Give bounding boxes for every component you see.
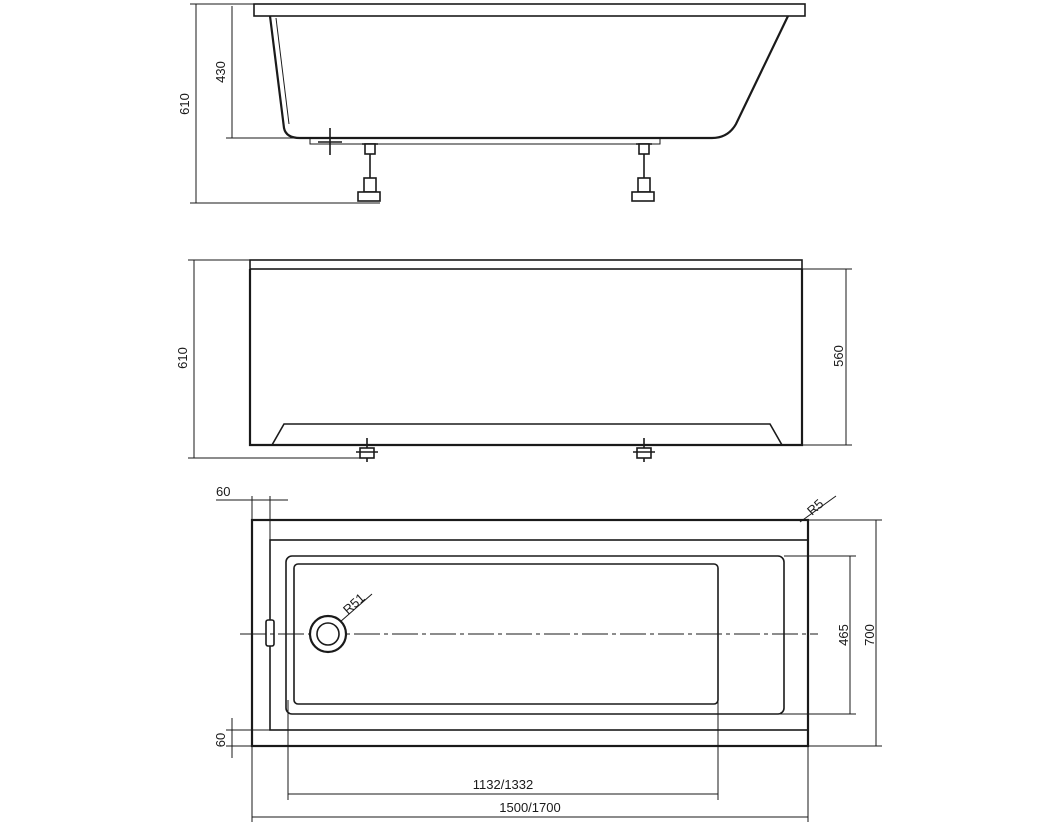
top-view-dim-overall-length: 1500/1700 [251,746,809,822]
top-view-drain: R51 [308,590,373,654]
front-view-rim [249,259,803,270]
front-view-plinth [271,423,783,446]
top-view-dim-inner-width: 465 [718,555,856,715]
side-view-dim-total-height: 610 [177,3,380,204]
top-view-drain-label: R51 [340,590,368,617]
side-view-rim [253,3,806,17]
side-view-leg-right [631,143,655,202]
top-view-dim-outer-width: 700 [808,519,882,747]
side-view-tub-depth-label: 430 [213,61,228,83]
side-view-tub-body [268,15,789,140]
top-view-inner-width-label: 465 [836,624,851,646]
front-view-panel-height-label: 560 [831,345,846,367]
top-view-dim-corner-radius: R5 [799,495,837,523]
side-view-dim-tub-depth: 430 [213,6,330,139]
front-view-leg-right [633,438,655,462]
top-view-basin [285,555,785,715]
side-view-total-height-label: 610 [177,93,192,115]
top-view-outer-width-label: 700 [862,624,877,646]
top-view-rim-bottom-label: 60 [213,733,228,747]
front-view-total-height-label: 610 [175,347,190,369]
front-view-dim-panel-height: 560 [802,268,852,446]
top-view-corner-radius-label: R5 [804,496,826,518]
front-view: 610 560 [175,259,852,462]
top-view-overflow [265,619,275,647]
top-view-rim-left-label: 60 [216,484,230,499]
front-view-dim-total-height: 610 [175,259,372,459]
top-view-dim-rim-bottom: 60 [213,718,270,758]
top-view-dim-bottom-length: 1132/1332 [287,700,719,800]
top-view-overall-length-label: 1500/1700 [499,800,560,815]
front-view-apron [248,269,804,447]
side-view: 610 430 [177,3,806,204]
top-view-dim-rim-left: 60 [216,484,288,540]
side-view-leg-left [357,143,381,202]
side-view-drain-cross [318,128,342,155]
top-view: R51 R5 60 60 465 [213,484,882,822]
top-view-bottom-length-label: 1132/1332 [473,777,534,792]
